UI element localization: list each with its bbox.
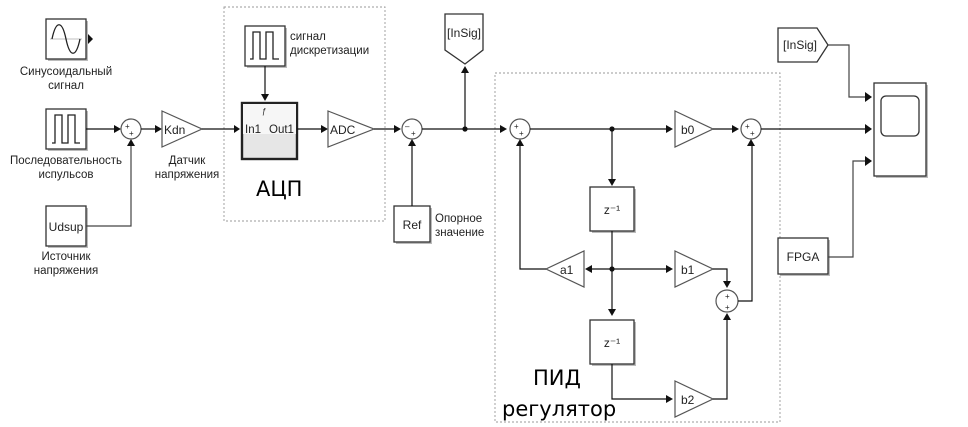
gain-b1-block[interactable]: b1 bbox=[674, 250, 715, 288]
goto-tag-text: [InSig] bbox=[447, 26, 481, 40]
sum-sign-plus: + bbox=[411, 129, 416, 138]
ref-label-2: значение bbox=[435, 227, 484, 239]
sum-sign-minus: – bbox=[405, 122, 410, 131]
ref-text: Ref bbox=[403, 218, 422, 232]
pulse-wave-icon bbox=[250, 31, 279, 60]
kdn-text: Kdn bbox=[164, 123, 185, 137]
delay2-text: z⁻¹ bbox=[604, 336, 620, 350]
out1-port-label: Out1 bbox=[269, 124, 294, 136]
gain-b0-block[interactable]: b0 bbox=[674, 110, 715, 148]
b1-text: b1 bbox=[681, 263, 695, 277]
supply-label-1: Источник bbox=[41, 251, 91, 263]
sum-sign: + bbox=[750, 129, 755, 138]
b2-text: b2 bbox=[681, 393, 695, 407]
ref-label-1: Опорное bbox=[435, 213, 482, 225]
sine-wave-block[interactable] bbox=[45, 18, 93, 61]
sum-sign: + bbox=[125, 122, 130, 131]
pid-sum-out[interactable]: + + bbox=[740, 118, 762, 140]
in1-port-label: In1 bbox=[245, 124, 261, 136]
adc-gain-block[interactable]: ADC bbox=[327, 110, 376, 148]
sum-sign: + bbox=[514, 122, 519, 131]
output-port-icon bbox=[88, 34, 93, 44]
sample-label-1: сигнал bbox=[290, 31, 326, 43]
sum-sign: + bbox=[745, 122, 750, 131]
fpga-block[interactable]: FPGA bbox=[777, 237, 830, 276]
pulse-generator-block[interactable] bbox=[45, 108, 88, 151]
b0-text: b0 bbox=[681, 123, 695, 137]
from-insig-block[interactable]: [InSig] bbox=[777, 27, 829, 63]
adc-text: ADC bbox=[330, 123, 356, 137]
sine-label-1: Синусоидальный bbox=[20, 66, 112, 78]
sum-sign: + bbox=[519, 129, 524, 138]
sensor-label-2: напряжения bbox=[155, 169, 220, 181]
pid-title-1: ПИД bbox=[533, 366, 581, 390]
trigger-icon: ƒ bbox=[262, 107, 266, 116]
udsup-text: Udsup bbox=[49, 220, 84, 234]
reference-block[interactable]: Ref bbox=[393, 205, 432, 244]
sine-label-2: сигнал bbox=[48, 80, 84, 92]
sensor-label-1: Датчик bbox=[169, 155, 207, 167]
sum-block-input[interactable]: + + bbox=[120, 118, 142, 140]
pulse-label-1: Последовательность bbox=[10, 155, 122, 167]
error-sum-block[interactable]: – + bbox=[401, 118, 423, 140]
supply-label-2: напряжения bbox=[34, 265, 99, 277]
gain-a1-block[interactable]: a1 bbox=[544, 250, 585, 288]
triggered-subsystem-block[interactable]: ƒ In1 Out1 bbox=[240, 101, 299, 161]
from-tag-text: [InSig] bbox=[783, 38, 817, 52]
pid-group-frame bbox=[494, 72, 781, 423]
unit-delay-1[interactable]: z⁻¹ bbox=[589, 186, 636, 233]
sum-sign: + bbox=[725, 292, 730, 301]
a1-text: a1 bbox=[560, 263, 574, 277]
adc-group-title: АЦП bbox=[256, 177, 302, 201]
unit-delay-2[interactable]: z⁻¹ bbox=[589, 319, 636, 366]
gain-b2-block[interactable]: b2 bbox=[674, 380, 715, 418]
delay1-text: z⁻¹ bbox=[604, 203, 620, 217]
sensor-gain-block[interactable]: Kdn bbox=[161, 110, 204, 148]
fpga-text: FPGA bbox=[787, 250, 820, 264]
voltage-source-block[interactable]: Udsup bbox=[45, 205, 88, 248]
sample-label-2: дискретизации bbox=[290, 45, 369, 57]
pulse-label-2: испульсов bbox=[39, 169, 94, 181]
sum-sign: + bbox=[129, 129, 134, 138]
sine-wave-icon bbox=[51, 24, 81, 54]
pid-title-2: регулятор bbox=[502, 397, 616, 421]
sample-pulse-block[interactable] bbox=[244, 25, 287, 68]
adc-group-frame bbox=[223, 6, 386, 222]
scope-screen-icon bbox=[880, 95, 920, 137]
pid-sum-in[interactable]: + + bbox=[509, 118, 531, 140]
sum-sign: + bbox=[725, 303, 730, 312]
scope-block[interactable] bbox=[873, 82, 928, 178]
pid-sum-mid[interactable]: + + bbox=[715, 289, 739, 313]
pulse-wave-icon bbox=[52, 114, 80, 144]
goto-insig-block[interactable]: [InSig] bbox=[444, 13, 484, 65]
